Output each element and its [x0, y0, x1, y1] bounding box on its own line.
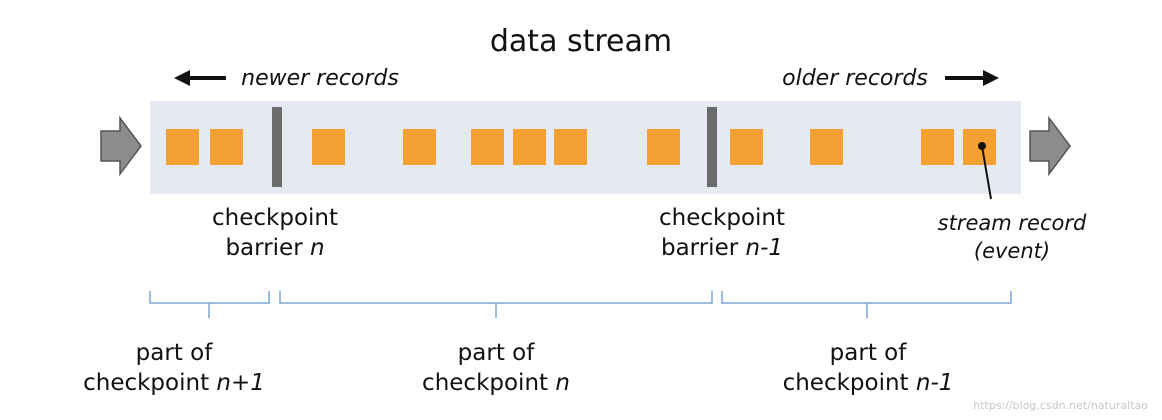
- stream-record-line2: (event): [973, 239, 1051, 263]
- stream-record-square: [403, 129, 436, 165]
- stream-record-square: [921, 129, 954, 165]
- older-records-label: older records: [782, 66, 928, 91]
- brace-checkpoint-n-minus-1: [721, 291, 1012, 318]
- stream-record-square: [647, 129, 680, 165]
- input-flow-arrow-icon: [100, 115, 142, 177]
- part-of-checkpoint-n-plus-1-label: part of checkpoint n+1: [83, 340, 265, 396]
- barrier-n-1-line2: barrier n-1: [660, 235, 784, 261]
- stream-record-square: [471, 129, 504, 165]
- newer-records-label: newer records: [241, 66, 399, 91]
- checkpoint-barrier-n-1: [707, 107, 717, 187]
- checkpoint-barrier-n-label: checkpoint barrier n: [175, 203, 375, 263]
- stream-record-square: [554, 129, 587, 165]
- diagram-title: data stream: [489, 24, 673, 59]
- older-direction-arrow-icon: [945, 70, 999, 86]
- part-of-checkpoint-n-label: part of checkpoint n: [422, 340, 570, 396]
- newer-direction-arrow-icon: [174, 70, 226, 86]
- barrier-n-line2: barrier n: [225, 235, 325, 261]
- part-of-checkpoint-n-minus-1-label: part of checkpoint n-1: [782, 340, 954, 396]
- brace-checkpoint-n-plus-1: [149, 291, 270, 318]
- stream-record-square: [166, 129, 199, 165]
- stream-record-square: [210, 129, 243, 165]
- stream-record-label: stream record (event): [914, 209, 1110, 265]
- output-flow-arrow-icon: [1029, 115, 1071, 177]
- brace-checkpoint-n: [279, 291, 713, 318]
- checkpoint-barrier-n-1-label: checkpoint barrier n-1: [622, 203, 822, 263]
- stream-record-square: [810, 129, 843, 165]
- barrier-n-line1: checkpoint: [212, 205, 338, 231]
- checkpoint-barrier-n: [272, 107, 282, 187]
- stream-record-square: [312, 129, 345, 165]
- watermark-text: https://blog.csdn.net/naturaltao: [973, 399, 1148, 412]
- stream-record-square: [513, 129, 546, 165]
- stream-record-square: [730, 129, 763, 165]
- barrier-n-1-line1: checkpoint: [659, 205, 785, 231]
- stream-record-line1: stream record: [937, 211, 1087, 235]
- record-pointer-line: [981, 145, 992, 200]
